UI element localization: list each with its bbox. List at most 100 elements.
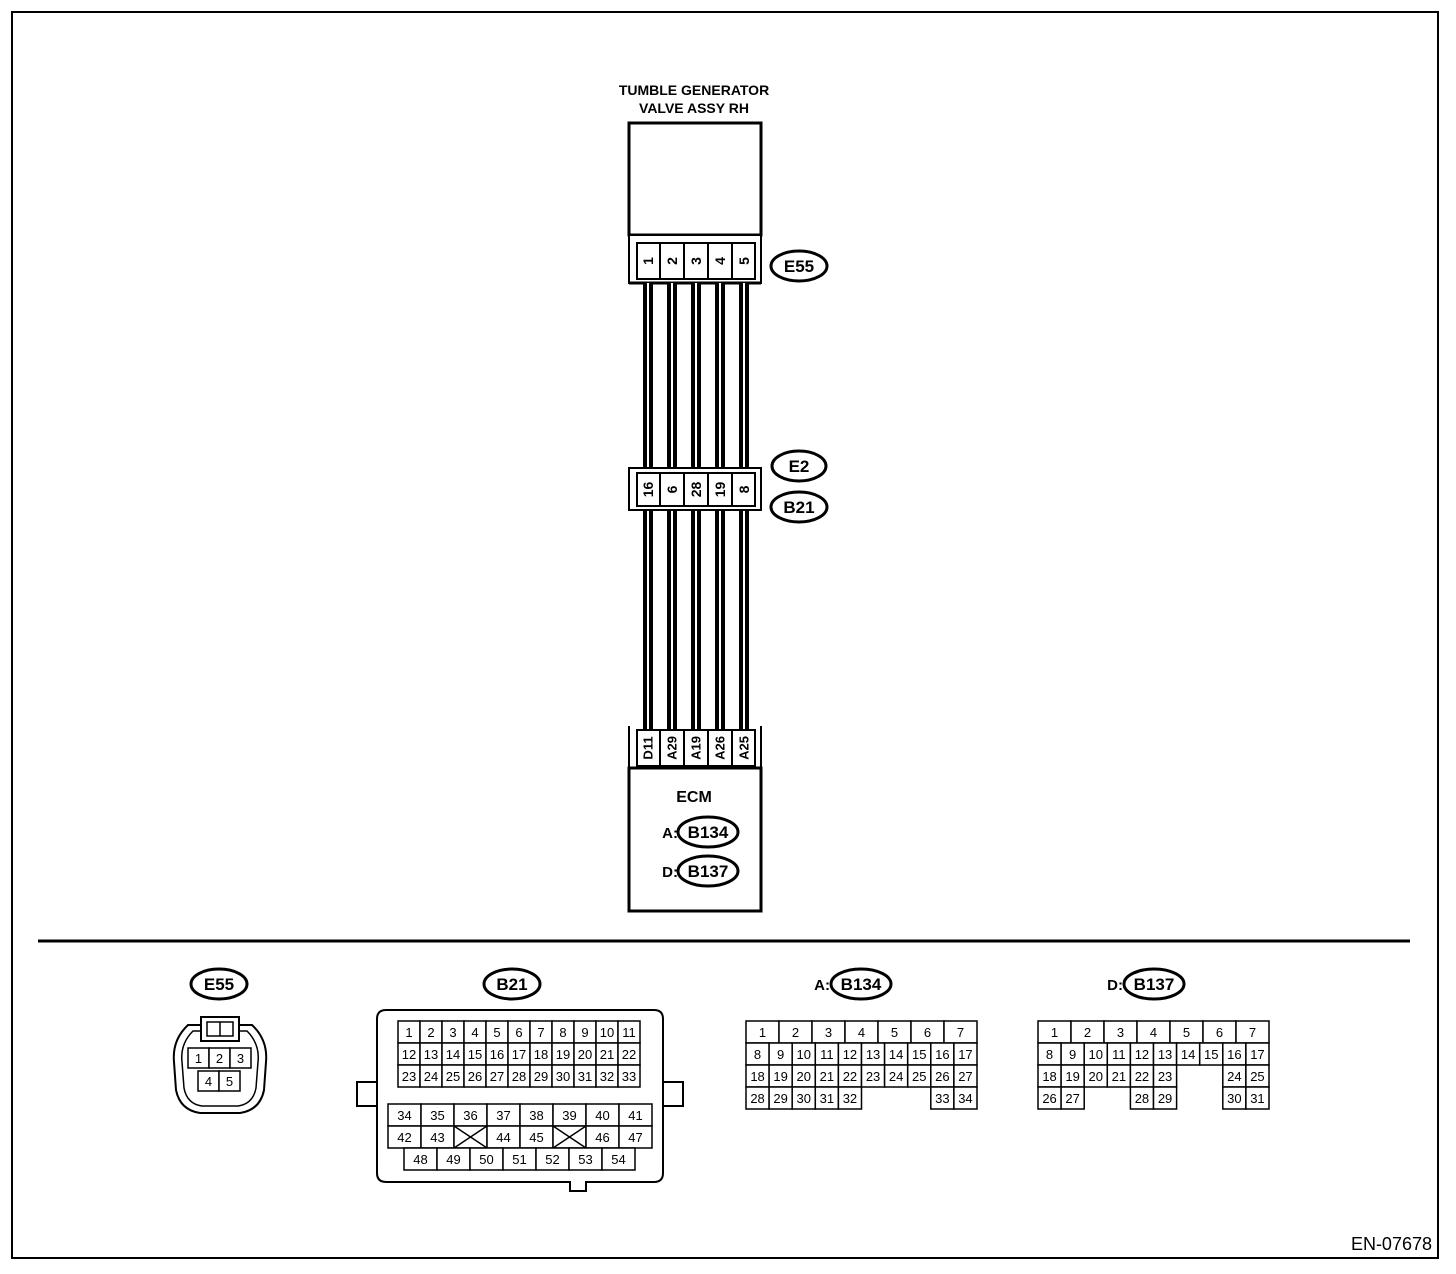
b137-face-pin-label: 10 bbox=[1089, 1047, 1103, 1062]
b21-face-pin-label: 34 bbox=[397, 1108, 411, 1123]
b137-face-pin-label: 20 bbox=[1089, 1069, 1103, 1084]
e55-face-pin-label: 1 bbox=[195, 1051, 202, 1066]
b134-face-pin-label: 18 bbox=[750, 1069, 764, 1084]
b134-face-pin-label: 12 bbox=[843, 1047, 857, 1062]
e55-pin-label: 5 bbox=[736, 257, 752, 265]
b137-face-pin-label: 18 bbox=[1042, 1069, 1056, 1084]
ecm-pin-label: D11 bbox=[641, 736, 656, 759]
b134-face-pin-label: 26 bbox=[935, 1069, 949, 1084]
b21-face-pin-label: 14 bbox=[446, 1047, 460, 1062]
b134-face-pin-label: 30 bbox=[797, 1091, 811, 1106]
junction-pin-label: 28 bbox=[688, 482, 704, 498]
b137-face-pin-label: 31 bbox=[1250, 1091, 1264, 1106]
b21-face-pin-label: 37 bbox=[496, 1108, 510, 1123]
b21-face-pin-label: 16 bbox=[490, 1047, 504, 1062]
b137-face-pin-label: 24 bbox=[1227, 1069, 1241, 1084]
b134-face-pin-label: 3 bbox=[825, 1025, 832, 1040]
b137-face-ref-label: B137 bbox=[1134, 975, 1175, 994]
b137-face-pin-label: 19 bbox=[1065, 1069, 1079, 1084]
b21-face-pin-label: 41 bbox=[628, 1108, 642, 1123]
b134-face-pin-label: 31 bbox=[820, 1091, 834, 1106]
ecm-prefix-d: D: bbox=[662, 864, 678, 881]
b21-face-pin-label: 13 bbox=[424, 1047, 438, 1062]
b21-face-pin-label: 21 bbox=[600, 1047, 614, 1062]
wire-2-core-2 bbox=[671, 510, 673, 730]
e55-face-ref-label: E55 bbox=[204, 975, 234, 994]
diagram-border bbox=[11, 11, 1439, 1259]
b137-face-pin-label: 29 bbox=[1158, 1091, 1172, 1106]
b134-face-pin-label: 20 bbox=[797, 1069, 811, 1084]
b137-face-pin-label: 21 bbox=[1112, 1069, 1126, 1084]
b137-face-pin-label: 2 bbox=[1084, 1025, 1091, 1040]
b134-face-pin-label: 2 bbox=[792, 1025, 799, 1040]
b21-face-pin-label: 43 bbox=[430, 1130, 444, 1145]
b134-face-ref-label: B134 bbox=[841, 975, 882, 994]
b137-face-pin-label: 26 bbox=[1042, 1091, 1056, 1106]
b134-face-pin-label: 25 bbox=[912, 1069, 926, 1084]
b21-face-pin-label: 32 bbox=[600, 1069, 614, 1084]
e55-face-ref-badge: E55 bbox=[189, 967, 249, 1001]
wire-3-core-2 bbox=[695, 510, 697, 730]
b21-face-pin-label: 10 bbox=[600, 1025, 614, 1040]
b134-face-pin-label: 10 bbox=[797, 1047, 811, 1062]
b137-face-pin-label: 8 bbox=[1046, 1047, 1053, 1062]
b21-face-pin-label: 54 bbox=[611, 1152, 625, 1167]
b134-face-pin-label: 11 bbox=[820, 1047, 834, 1062]
b21-face-pin-label: 23 bbox=[402, 1069, 416, 1084]
b137-face-pin-label: 14 bbox=[1181, 1047, 1195, 1062]
b21-face-pin-label: 42 bbox=[397, 1130, 411, 1145]
b21-face-pin-label: 11 bbox=[622, 1025, 636, 1040]
ecm-pin-label: A26 bbox=[713, 736, 728, 760]
b21-face-pin-label: 33 bbox=[622, 1069, 636, 1084]
b21-face-pin-label: 51 bbox=[512, 1152, 526, 1167]
b134-face-ref: A: B134 bbox=[814, 967, 893, 1001]
ecm-pin-label: A19 bbox=[689, 736, 704, 760]
b21-face-ref-label: B21 bbox=[496, 975, 527, 994]
e55-face-cell bbox=[229, 1047, 252, 1069]
b137-face-pin-label: 12 bbox=[1135, 1047, 1149, 1062]
b21-face-pin-label: 48 bbox=[413, 1152, 427, 1167]
wire-3-core-1 bbox=[695, 283, 697, 468]
b134-face-cell bbox=[953, 1086, 978, 1110]
b134-face-pin-label: 7 bbox=[957, 1025, 964, 1040]
b134-face-pin-label: 21 bbox=[820, 1069, 834, 1084]
b21-face-pin-label: 18 bbox=[534, 1047, 548, 1062]
b21-face-pin-label: 53 bbox=[578, 1152, 592, 1167]
b134-face-pin-label: 15 bbox=[912, 1047, 926, 1062]
b134-face-pin-label: 13 bbox=[866, 1047, 880, 1062]
b21-face-pin-label: 7 bbox=[537, 1025, 544, 1040]
b21-face-pin-label: 22 bbox=[622, 1047, 636, 1062]
e55-pin-label: 1 bbox=[640, 257, 656, 265]
b134-face-pin-label: 32 bbox=[843, 1091, 857, 1106]
ecm-pin-label: A29 bbox=[665, 736, 680, 760]
b21-face-pin-label: 38 bbox=[529, 1108, 543, 1123]
b21-face-pin-label: 2 bbox=[427, 1025, 434, 1040]
b137-face-pin-label: 15 bbox=[1204, 1047, 1218, 1062]
e55-pin-label: 3 bbox=[688, 257, 704, 265]
b21-face-pin-label: 24 bbox=[424, 1069, 438, 1084]
b21-face-pin-label: 52 bbox=[545, 1152, 559, 1167]
b134-face-pin-label: 4 bbox=[858, 1025, 865, 1040]
junction-pin-label: 8 bbox=[736, 485, 752, 493]
b21-face-pin-label: 27 bbox=[490, 1069, 504, 1084]
b134-face-pin-label: 6 bbox=[924, 1025, 931, 1040]
wire-1-core-1 bbox=[647, 283, 649, 468]
b21-face-pin-label: 35 bbox=[430, 1108, 444, 1123]
b21-face-pin-label: 25 bbox=[446, 1069, 460, 1084]
wire-harness bbox=[643, 283, 749, 730]
b134-face-pin-label: 22 bbox=[843, 1069, 857, 1084]
b21-face-ref-badge: B21 bbox=[482, 967, 542, 1001]
b134-face-pin-label: 19 bbox=[773, 1069, 787, 1084]
b137-face-prefix: D: bbox=[1107, 977, 1123, 994]
b21-face-blank-cross bbox=[552, 1125, 587, 1149]
wire-2-core-1 bbox=[671, 283, 673, 468]
b134-face-pin-label: 5 bbox=[891, 1025, 898, 1040]
b134-ref-label: B134 bbox=[688, 823, 729, 842]
b134-face-pin-label: 1 bbox=[759, 1025, 766, 1040]
b137-face-pin-label: 22 bbox=[1135, 1069, 1149, 1084]
